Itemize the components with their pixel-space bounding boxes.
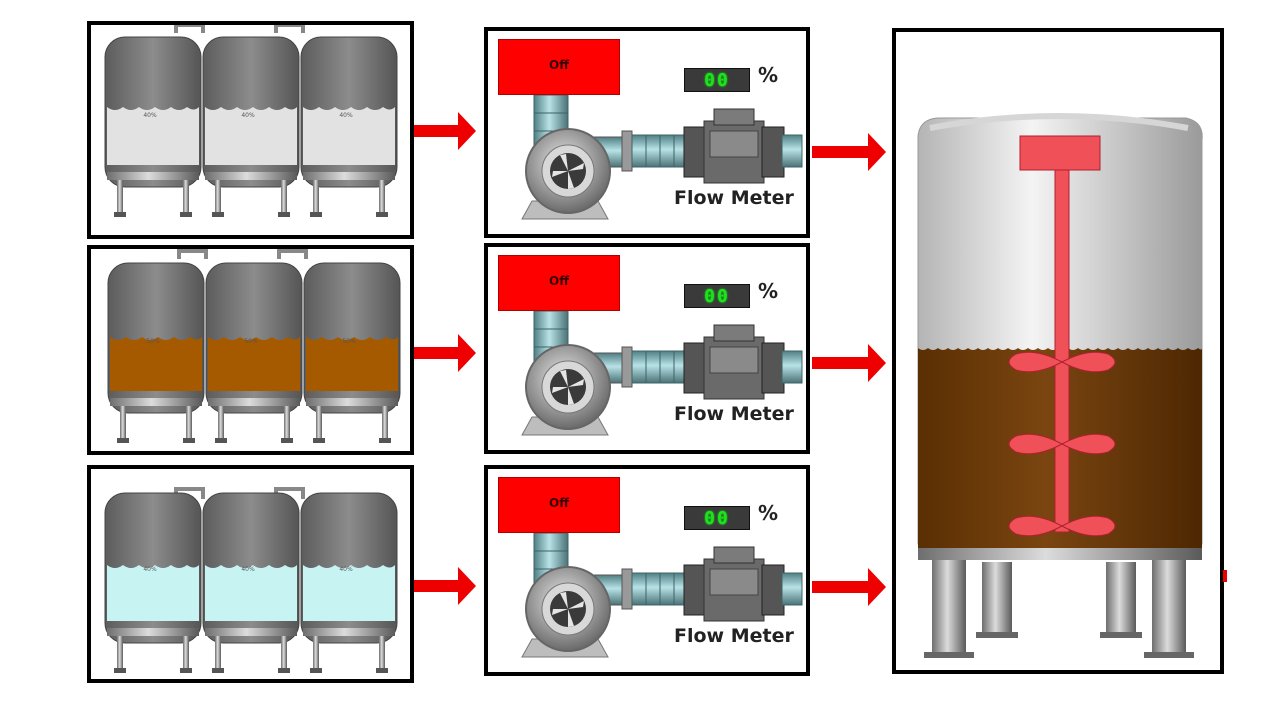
flow-unit-label: % bbox=[758, 63, 779, 87]
flow-meter-label: Flow Meter bbox=[674, 403, 794, 425]
tank-outlet-marker bbox=[1223, 570, 1227, 582]
tank-level-label: 50% bbox=[146, 338, 160, 345]
pump-panel-1: Off 00 % Flow Meter bbox=[484, 27, 810, 238]
storage-tank-icon: 40% 40% 40% bbox=[104, 487, 398, 674]
arrow-right-icon bbox=[414, 567, 476, 605]
flow-meter-label: Flow Meter bbox=[674, 187, 794, 209]
centrifugal-pump-icon bbox=[521, 94, 803, 220]
flow-rate-display: 00 bbox=[684, 68, 750, 92]
flow-rate-display: 00 bbox=[684, 284, 750, 308]
tank-group-3: 40% 40% 40% bbox=[87, 465, 414, 683]
tank-group-2: 50% 50% 50% bbox=[87, 245, 414, 455]
flow-meter-label: Flow Meter bbox=[674, 625, 794, 647]
mixing-tank-panel bbox=[892, 28, 1224, 674]
tank-liquid bbox=[107, 107, 199, 165]
centrifugal-pump-icon bbox=[521, 532, 803, 658]
pump-toggle-button[interactable]: Off bbox=[498, 39, 620, 95]
flow-rate-display: 00 bbox=[684, 506, 750, 530]
pump-toggle-button[interactable]: Off bbox=[498, 477, 620, 533]
mixing-tank-icon bbox=[917, 113, 1203, 658]
tank-level-label: 40% bbox=[339, 566, 353, 573]
tank-level-label: 40% bbox=[143, 112, 157, 119]
arrow-right-icon bbox=[414, 334, 476, 372]
flow-meter-icon bbox=[683, 324, 803, 400]
agitator-icon bbox=[1008, 135, 1116, 537]
pump-panel-2: Off 00 % Flow Meter bbox=[484, 243, 810, 454]
tank-level-label: 40% bbox=[339, 112, 353, 119]
tank-level-label: 50% bbox=[342, 338, 356, 345]
centrifugal-pump-icon bbox=[521, 310, 803, 436]
pump-toggle-button[interactable]: Off bbox=[498, 255, 620, 311]
flow-meter-icon bbox=[683, 546, 803, 622]
arrow-right-icon bbox=[414, 112, 476, 150]
flow-meter-icon bbox=[683, 108, 803, 184]
tank-group-1: 40% 40% 40% bbox=[87, 21, 414, 239]
storage-tank-icon: 50% 50% 50% bbox=[107, 249, 401, 444]
arrow-right-icon bbox=[812, 568, 886, 606]
tank-level-label: 50% bbox=[244, 338, 258, 345]
flow-unit-label: % bbox=[758, 501, 779, 525]
arrow-right-icon bbox=[812, 344, 886, 382]
tank-level-label: 40% bbox=[241, 112, 255, 119]
pump-panel-3: Off 00 % Flow Meter bbox=[484, 465, 810, 676]
tank-level-label: 40% bbox=[241, 566, 255, 573]
tank-level-label: 40% bbox=[143, 566, 157, 573]
storage-tank-icon: 40% 40% 40% bbox=[104, 25, 398, 218]
flow-unit-label: % bbox=[758, 279, 779, 303]
arrow-right-icon bbox=[812, 133, 886, 171]
